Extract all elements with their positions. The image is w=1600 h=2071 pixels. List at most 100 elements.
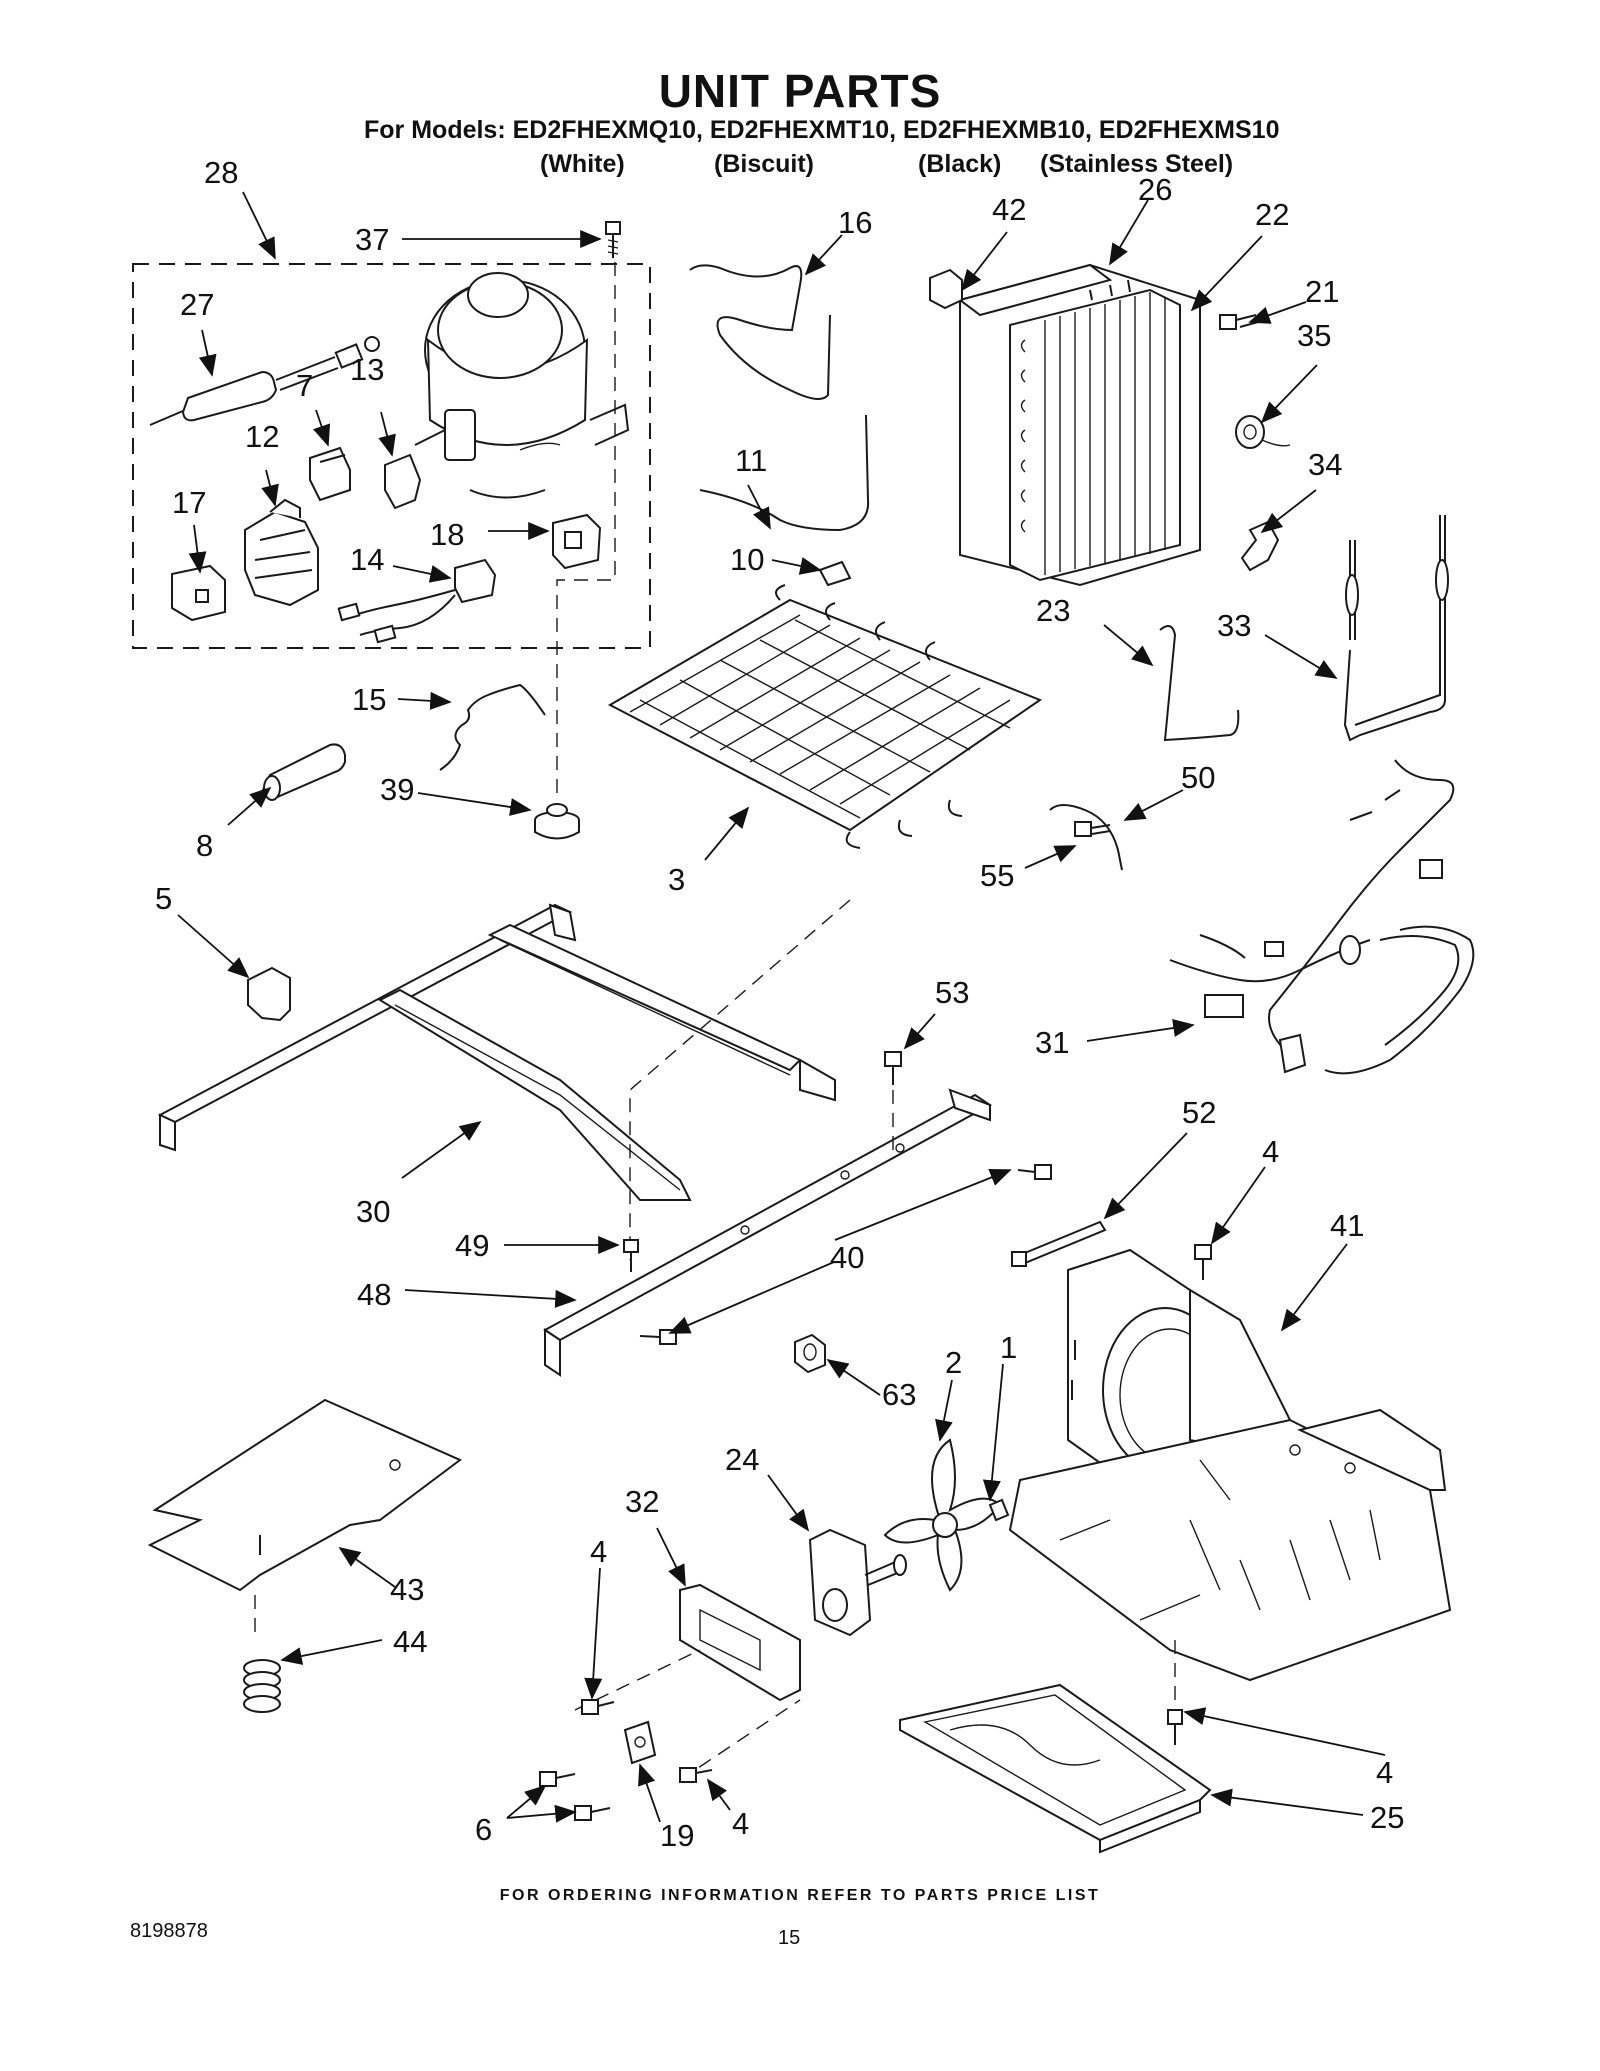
tie-52 [1018, 1220, 1107, 1265]
compressor-kit-box [132, 263, 651, 649]
condenser-22 [957, 263, 1201, 587]
callout-11: 11 [735, 443, 767, 478]
callout-23: 23 [1036, 593, 1070, 628]
spring-44 [243, 1659, 281, 1713]
clip-13 [384, 453, 422, 510]
rail-assembly-30 [157, 903, 836, 1201]
callout-15: 15 [352, 682, 386, 717]
harness-14 [337, 558, 497, 644]
callout-1: 1 [1000, 1330, 1017, 1365]
callout-4-top: 4 [1262, 1134, 1279, 1169]
compressor [414, 272, 630, 499]
screw-6a [539, 1771, 576, 1787]
evaporator-coil-3 [607, 584, 1043, 849]
callout-32: 32 [625, 1484, 659, 1519]
document-number: 8198878 [130, 1920, 208, 1942]
callout-40: 40 [830, 1240, 864, 1275]
clip-42 [929, 268, 963, 310]
screw-4-mid [581, 1699, 615, 1715]
screw-40a [1017, 1164, 1052, 1180]
callout-49: 49 [455, 1228, 489, 1263]
callout-labels: 28 37 16 42 26 22 21 35 27 7 13 12 17 18… [155, 155, 1404, 1853]
callout-44: 44 [393, 1624, 427, 1659]
tube-33 [1343, 515, 1449, 742]
fan-blade-2 [883, 1438, 1002, 1592]
color-white: (White) [540, 150, 625, 178]
callout-28: 28 [204, 155, 238, 190]
callout-13: 13 [350, 352, 384, 387]
clip-1 [988, 1498, 1010, 1522]
clip-10 [818, 560, 852, 587]
callout-6: 6 [475, 1812, 492, 1847]
callout-3: 3 [668, 862, 685, 897]
cover-43 [147, 1398, 462, 1592]
callout-39: 39 [380, 772, 414, 807]
callout-14: 14 [350, 542, 384, 577]
drier-27 [149, 336, 380, 426]
ordering-footer: FOR ORDERING INFORMATION REFER TO PARTS … [499, 1887, 1101, 1904]
callout-4-low: 4 [732, 1806, 749, 1841]
callout-26: 26 [1138, 172, 1172, 207]
tube-11 [699, 414, 870, 532]
screw-4-bottom [1167, 1709, 1183, 1745]
callout-27: 27 [180, 287, 214, 322]
callout-43: 43 [390, 1572, 424, 1607]
callout-18: 18 [430, 517, 464, 552]
part-18 [552, 513, 602, 570]
overload-12 [244, 498, 319, 607]
harness-31 [1169, 759, 1475, 1075]
callout-19: 19 [660, 1818, 694, 1853]
rail-48 [543, 1088, 992, 1377]
callout-21: 21 [1305, 274, 1339, 309]
part-19 [623, 1720, 657, 1765]
relay-7 [309, 446, 351, 502]
shroud-41 [1008, 1248, 1452, 1682]
screw-6b [574, 1805, 611, 1821]
page-title: UNIT PARTS [658, 65, 942, 117]
callout-10: 10 [730, 542, 764, 577]
grommet-39 [534, 803, 580, 840]
screw-49 [623, 1239, 639, 1272]
callout-24: 24 [725, 1442, 759, 1477]
models-line: For Models: ED2FHEXMQ10, ED2FHEXMT10, ED… [364, 116, 1280, 144]
callout-35: 35 [1297, 318, 1331, 353]
screw-4-low [679, 1767, 713, 1783]
clip-50 [1049, 804, 1123, 871]
callout-30: 30 [356, 1194, 390, 1229]
callout-34: 34 [1308, 447, 1342, 482]
callout-4-right: 4 [1376, 1755, 1393, 1790]
screw-53 [884, 1051, 902, 1085]
callout-17: 17 [172, 485, 206, 520]
callout-7: 7 [296, 368, 313, 403]
callout-22: 22 [1255, 197, 1289, 232]
tube-16 [689, 264, 831, 400]
color-biscuit: (Biscuit) [714, 150, 814, 178]
callout-55: 55 [980, 858, 1014, 893]
callout-2: 2 [945, 1345, 962, 1380]
screw-37 [605, 221, 621, 258]
callout-12: 12 [245, 419, 279, 454]
callout-33: 33 [1217, 608, 1251, 643]
screw-55 [1074, 821, 1111, 837]
callout-37: 37 [355, 222, 389, 257]
callout-5: 5 [155, 881, 172, 916]
drain-pan-25 [899, 1683, 1212, 1854]
motor-24 [808, 1528, 907, 1637]
page-number: 15 [778, 1927, 801, 1949]
bracket-32 [679, 1583, 801, 1702]
callout-42: 42 [992, 192, 1026, 227]
part-35 [1235, 415, 1291, 449]
callout-25: 25 [1370, 1800, 1404, 1835]
wire-15 [439, 683, 546, 771]
color-stainless-steel: (Stainless Steel) [1040, 150, 1234, 178]
callout-53: 53 [935, 975, 969, 1010]
callout-50: 50 [1181, 760, 1215, 795]
color-black: (Black) [918, 150, 1002, 178]
callout-31: 31 [1035, 1025, 1069, 1060]
callout-16: 16 [838, 205, 872, 240]
callout-8: 8 [196, 828, 213, 863]
callout-52: 52 [1182, 1095, 1216, 1130]
callout-48: 48 [357, 1277, 391, 1312]
leader-lines [177, 191, 1386, 1823]
